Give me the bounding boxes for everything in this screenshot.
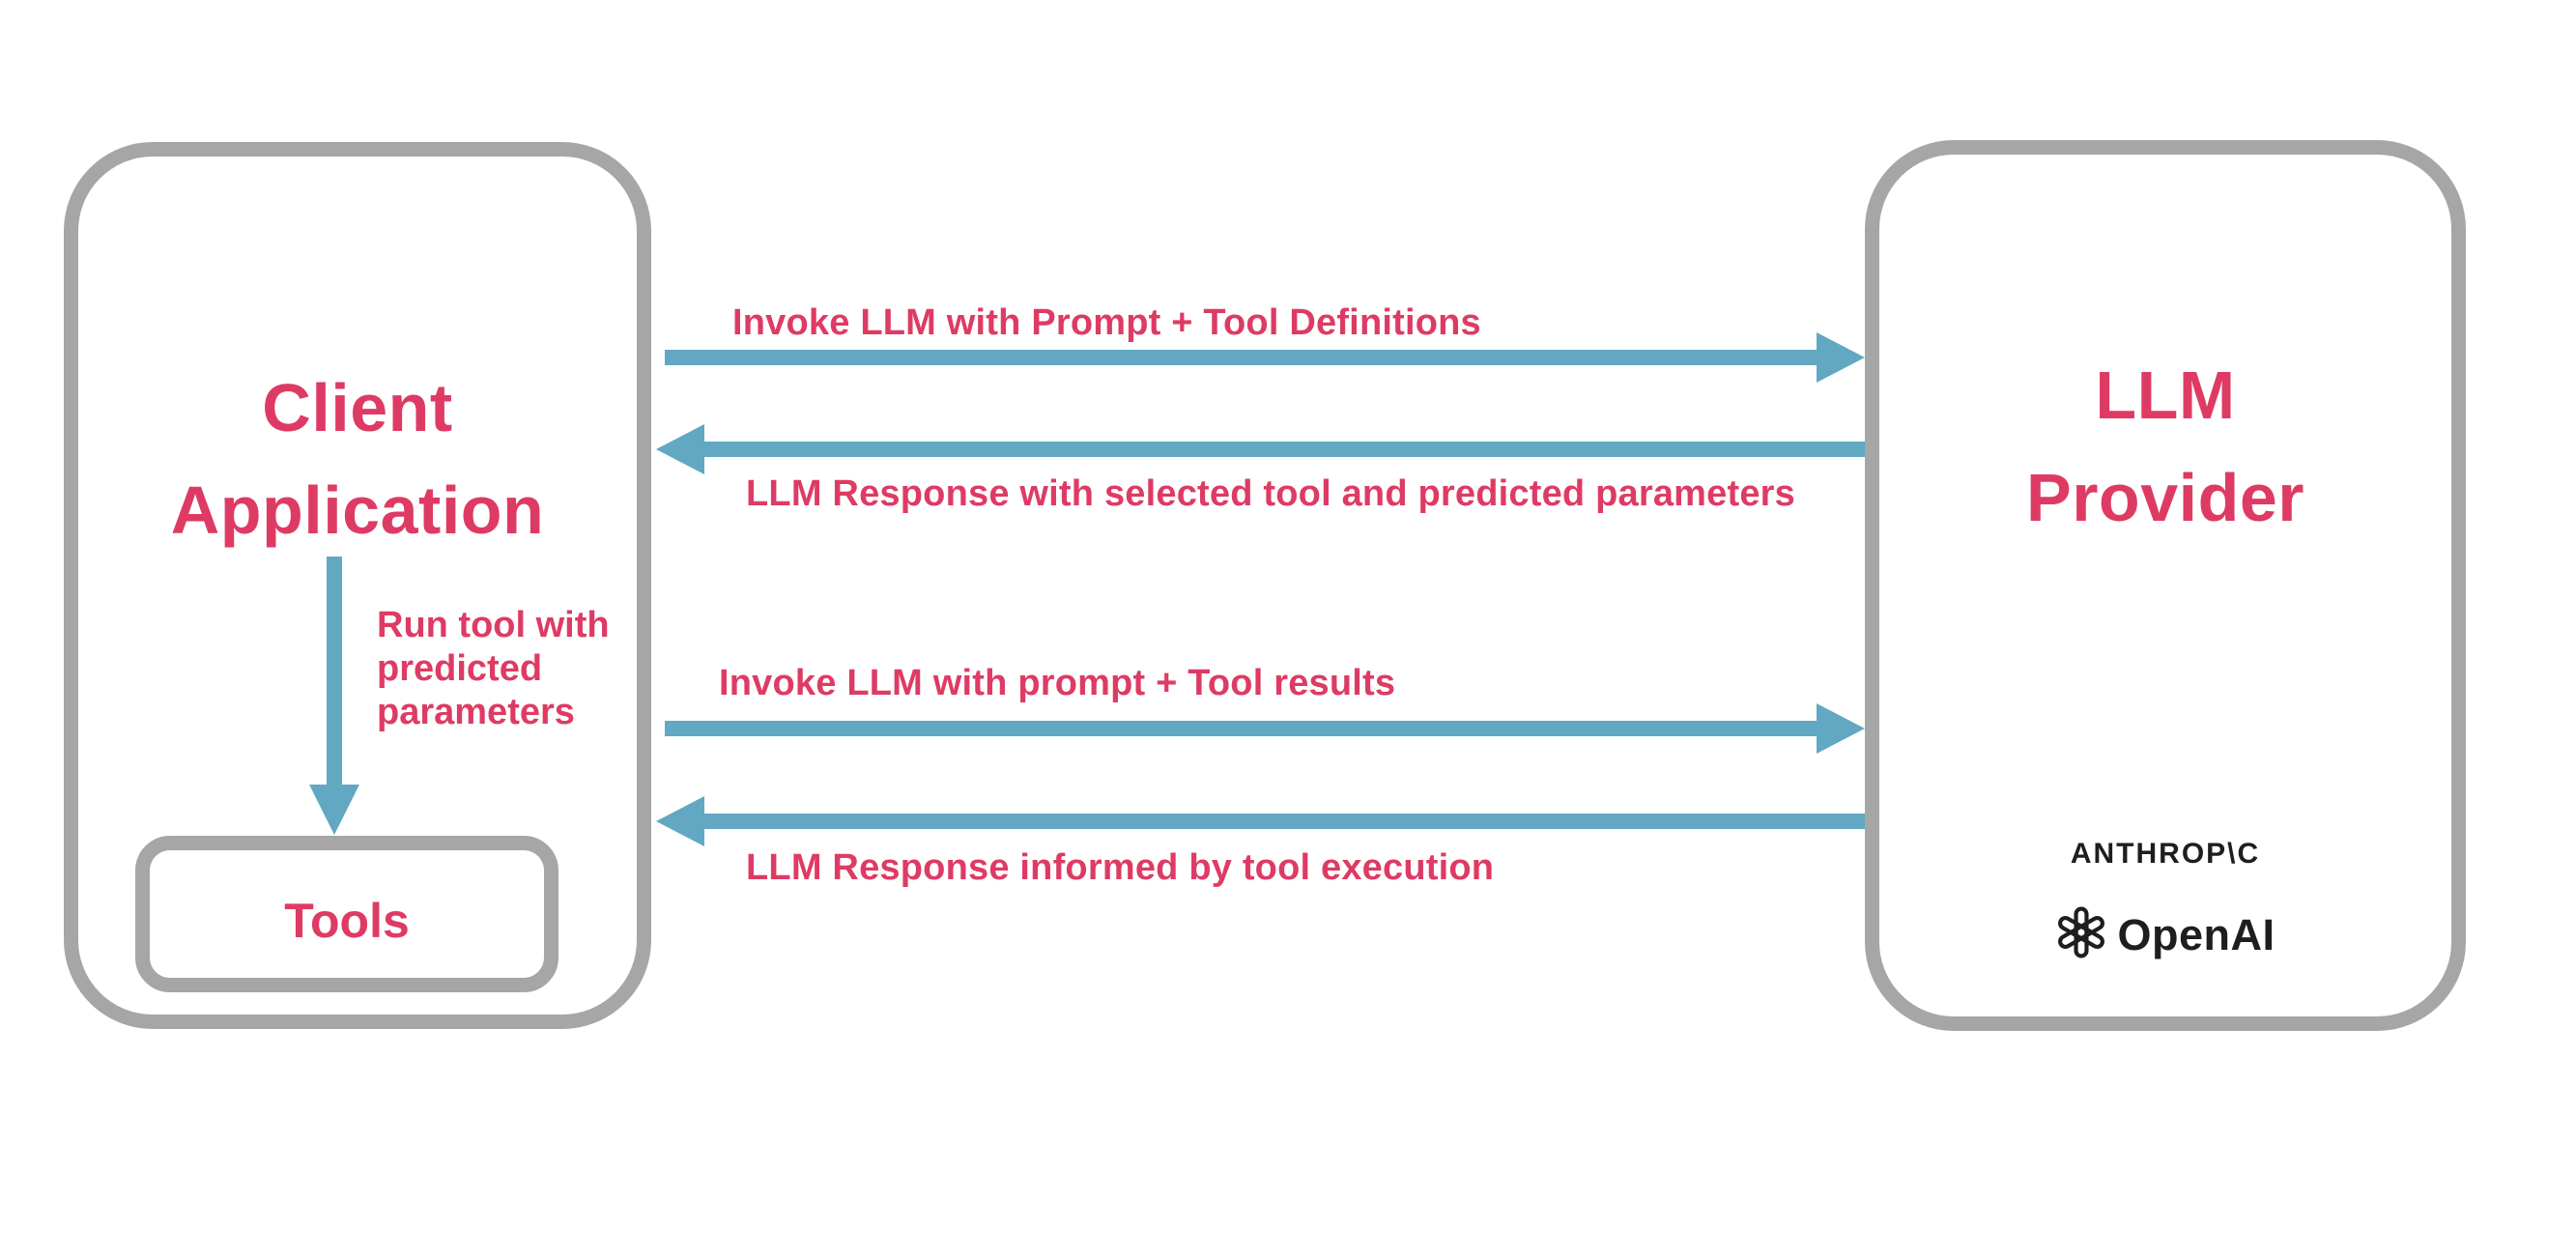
openai-logo: OpenAI	[1865, 906, 2466, 963]
tools-box: Tools	[135, 836, 558, 992]
llm-provider-title: LLM Provider	[1865, 344, 2466, 549]
run-tool-arrow-shaft	[327, 557, 342, 786]
provider-title-line2: Provider	[2026, 460, 2304, 535]
openai-logo-text: OpenAI	[2117, 909, 2275, 959]
arrow-4-head	[656, 796, 704, 846]
arrow-4-label: LLM Response informed by tool execution	[746, 847, 1495, 888]
arrow-1-head	[1817, 332, 1865, 383]
openai-logo-icon	[2055, 906, 2107, 963]
arrow-2-shaft	[704, 442, 1865, 457]
llm-provider-box	[1865, 140, 2466, 1031]
client-application-title: Client Application	[64, 357, 651, 561]
arrow-2-label: LLM Response with selected tool and pred…	[746, 473, 1795, 514]
arrow-1-shaft	[665, 350, 1817, 365]
arrow-3-label: Invoke LLM with prompt + Tool results	[719, 663, 1396, 703]
client-title-line2: Application	[170, 472, 545, 548]
run-tool-arrow-label: Run tool with predicted parameters	[377, 605, 610, 732]
arrow-3-shaft	[665, 721, 1817, 736]
run-tool-arrow-head	[309, 785, 359, 835]
provider-title-line1: LLM	[2095, 357, 2236, 433]
arrow-1-label: Invoke LLM with Prompt + Tool Definition…	[732, 302, 1481, 343]
anthropic-logo: ANTHROP\C	[2070, 838, 2261, 870]
client-title-line1: Client	[262, 370, 453, 445]
arrow-3-head	[1817, 703, 1865, 754]
arrow-2-head	[656, 424, 704, 474]
tools-label: Tools	[284, 894, 410, 948]
arrow-4-shaft	[704, 814, 1865, 829]
